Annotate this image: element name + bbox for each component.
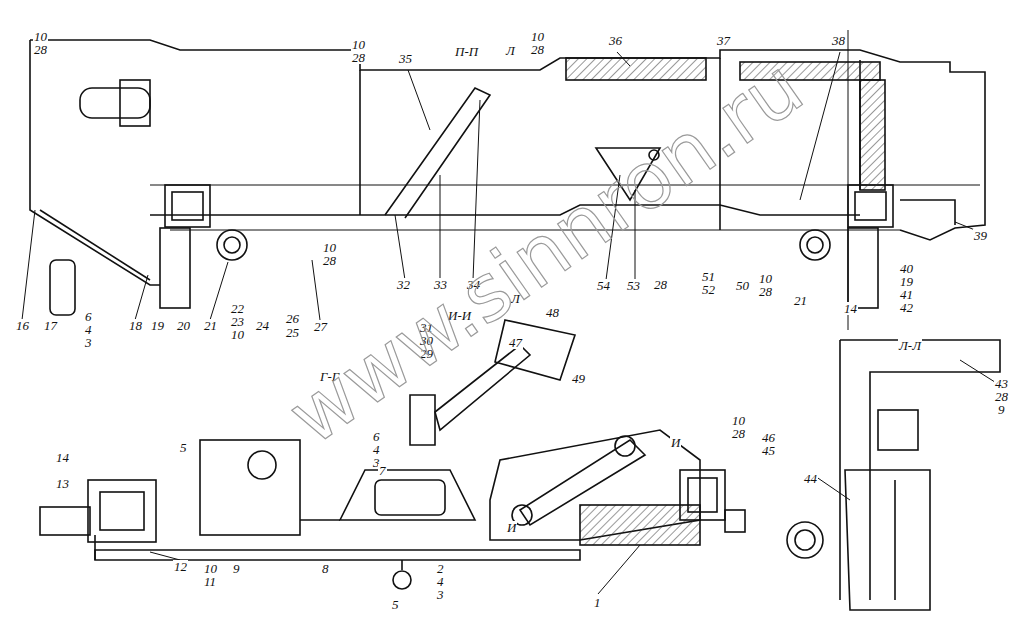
callout-number: 10: [33, 30, 48, 43]
callout-number: 10: [530, 30, 545, 43]
callout-number: 28: [653, 278, 668, 291]
callout-number: 14: [55, 451, 70, 464]
callout-number: 10: [731, 414, 746, 427]
callout-number: 40: [899, 262, 914, 275]
callout-number: 28: [33, 43, 48, 56]
callout-number: 5: [391, 598, 400, 611]
callout-number: 41: [899, 288, 914, 301]
callout-number: 11: [203, 575, 217, 588]
callout-number: 13: [55, 477, 70, 490]
callout-number: 32: [396, 278, 411, 291]
callout-number: 2: [436, 562, 445, 575]
callout-number: 53: [626, 279, 641, 292]
callout-number: 14: [843, 302, 858, 315]
callout-number: 26: [285, 312, 300, 325]
callout-number: Л-Л: [898, 339, 922, 352]
callout-number: 19: [899, 275, 914, 288]
callout-number: 50: [735, 279, 750, 292]
callout-number: 35: [398, 52, 413, 65]
watermark: www.sinnron.ru: [275, 46, 816, 458]
callout-number: И: [670, 436, 681, 449]
callout-number: 22: [230, 302, 245, 315]
callout-number: 10: [351, 38, 366, 51]
callout-number: 10: [203, 562, 218, 575]
callout-number: 46: [761, 431, 776, 444]
callout-number: 6: [372, 430, 381, 443]
callout-number: 5: [179, 441, 188, 454]
callout-number: 51: [701, 270, 716, 283]
callout-number: 18: [128, 319, 143, 332]
callout-number: 23: [230, 315, 245, 328]
callout-number: 49: [571, 372, 586, 385]
callout-number: 21: [793, 294, 808, 307]
callout-number: 28: [322, 254, 337, 267]
callout-number: 28: [530, 43, 545, 56]
callout-number: 9: [997, 403, 1006, 416]
callout-number: 3: [436, 588, 445, 601]
callout-number: 10: [322, 241, 337, 254]
callout-number: 48: [545, 306, 560, 319]
callout-number: 25: [285, 326, 300, 339]
callout-number: 4: [436, 575, 445, 588]
callout-number: 3: [84, 336, 93, 349]
callout-number: 47: [508, 336, 523, 349]
callout-number: 39: [973, 229, 988, 242]
callout-number: 52: [701, 283, 716, 296]
callout-number: 7: [378, 464, 387, 477]
callout-number: 45: [761, 444, 776, 457]
callout-number: 12: [173, 560, 188, 573]
callout-number: 54: [596, 279, 611, 292]
callout-number: 4: [372, 443, 381, 456]
callout-number: 43: [994, 377, 1009, 390]
callout-number: 28: [758, 285, 773, 298]
callout-number: 6: [84, 310, 93, 323]
callout-number: 38: [831, 34, 846, 47]
callout-number: 19: [150, 319, 165, 332]
callout-number: 10: [758, 272, 773, 285]
callout-number: 28: [351, 51, 366, 64]
callout-number: 21: [203, 319, 218, 332]
callout-number: Л: [505, 44, 516, 57]
callout-number: 8: [321, 562, 330, 575]
callout-number: 27: [313, 320, 328, 333]
callout-number: 28: [731, 427, 746, 440]
callout-number: 42: [899, 301, 914, 314]
callout-number: И: [506, 521, 517, 534]
callout-number: 9: [232, 562, 241, 575]
callout-number: 36: [608, 34, 623, 47]
callout-number: 4: [84, 323, 93, 336]
callout-number: П-П: [454, 45, 479, 58]
callout-number: 37: [716, 34, 731, 47]
callout-number: 24: [255, 319, 270, 332]
callout-number: 1: [593, 596, 602, 609]
callout-number: 17: [43, 319, 58, 332]
callout-number: 20: [176, 319, 191, 332]
callout-number: 28: [994, 390, 1009, 403]
callout-number: 16: [15, 319, 30, 332]
callout-number: 10: [230, 328, 245, 341]
callout-number: 44: [803, 472, 818, 485]
